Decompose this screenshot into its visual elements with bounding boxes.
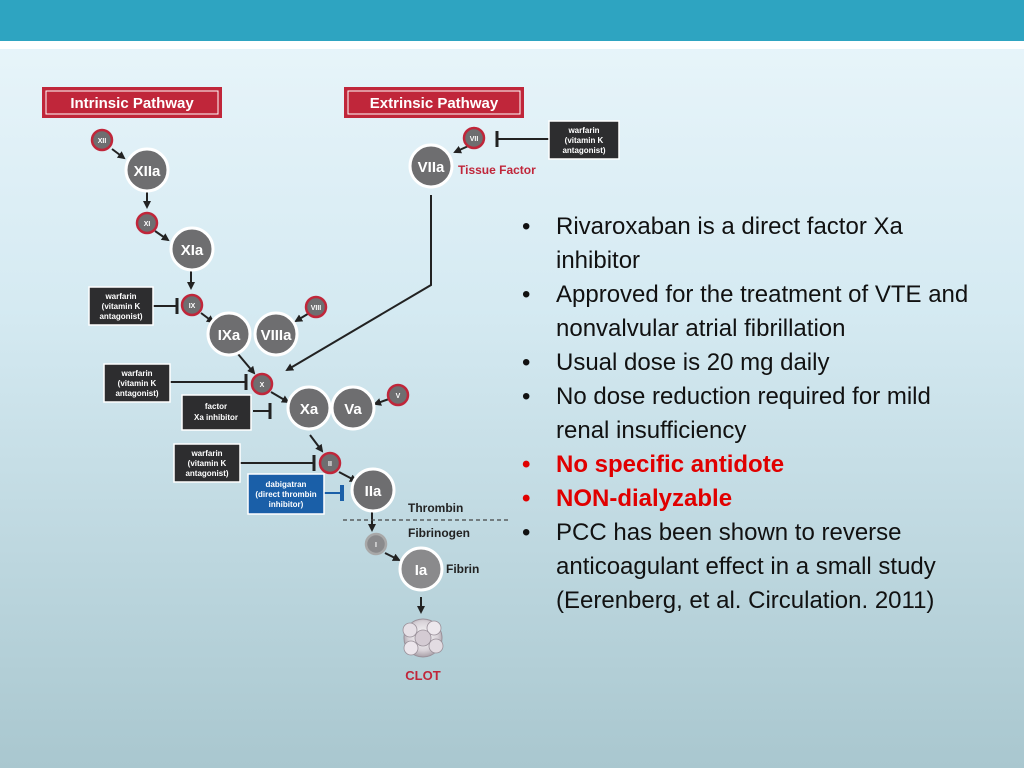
factor-viia-node: VIIa [408,143,454,189]
factor-vii-node: VII [462,126,486,150]
factor-ix-node: IX [180,293,204,317]
clot-label: CLOT [405,668,440,683]
factor-v-node: V [386,383,410,407]
bullet-text: PCC has been shown to reverse anticoagul… [556,519,936,614]
warfarin-box-vii: warfarin (vitamin K antagonist) [548,120,620,160]
svg-text:antagonist): antagonist) [99,312,142,321]
svg-text:VIII: VIII [311,305,322,312]
bullet-item: •Approved for the treatment of VTE and n… [522,281,969,342]
tissue-factor-label: Tissue Factor [458,163,536,177]
bullet-item: •No dose reduction required for mild ren… [522,383,931,444]
svg-text:factor: factor [205,402,227,411]
svg-text:(vitamin K: (vitamin K [188,459,227,468]
svg-text:(vitamin K: (vitamin K [102,302,141,311]
factor-ii-node: II [318,451,342,475]
svg-text:Extrinsic Pathway: Extrinsic Pathway [370,95,499,112]
bullet-item: •Rivaroxaban is a direct factor Xa inhib… [522,213,903,274]
bullet-text: Approved for the treatment of VTE and no… [556,281,969,342]
svg-text:Ia: Ia [415,562,428,579]
svg-text:warfarin: warfarin [104,292,136,301]
bullet-list: •Rivaroxaban is a direct factor Xa inhib… [520,210,990,618]
thrombin-label: Thrombin [408,501,463,515]
svg-text:XIa: XIa [181,242,204,259]
bullet-item-highlight: •NON-dialyzable [522,485,733,512]
factor-xiia-node: XIIa [124,147,170,193]
svg-text:XII: XII [98,138,107,145]
factor-xa-inhibitor-box: factor Xa inhibitor [181,394,252,431]
svg-text:(direct thrombin: (direct thrombin [255,490,316,499]
svg-text:antagonist): antagonist) [562,146,605,155]
svg-text:I: I [375,542,377,549]
intrinsic-pathway-header: Intrinsic Pathway [42,87,222,118]
dabigatran-box: dabigatran (direct thrombin inhibitor) [247,473,325,515]
svg-text:(vitamin K: (vitamin K [565,136,604,145]
svg-text:IX: IX [189,303,196,310]
warfarin-box-ix: warfarin (vitamin K antagonist) [88,286,154,326]
title-bar [0,0,1024,41]
factor-ia-node: Ia [398,546,444,592]
svg-text:Xa: Xa [300,401,319,418]
warfarin-box-ii: warfarin (vitamin K antagonist) [173,443,241,483]
svg-text:warfarin: warfarin [120,369,152,378]
factor-xi-node: XI [135,211,159,235]
fibrin-label: Fibrin [446,562,479,576]
svg-text:II: II [328,461,332,468]
svg-text:Xa inhibitor: Xa inhibitor [194,413,238,422]
bullet-text: Usual dose is 20 mg daily [556,349,830,376]
svg-text:IIa: IIa [365,483,382,500]
svg-text:VIIa: VIIa [418,159,445,176]
svg-text:Intrinsic Pathway: Intrinsic Pathway [70,95,194,112]
svg-text:inhibitor): inhibitor) [269,500,304,509]
svg-text:IXa: IXa [218,327,241,344]
factor-xii-node: XII [90,128,114,152]
fibrinogen-label: Fibrinogen [408,526,470,540]
factor-viiia-node: VIIIa [253,311,299,357]
factor-xa-node: Xa [286,385,332,431]
extrinsic-pathway-header: Extrinsic Pathway [344,87,524,118]
pathway-arrows [111,131,549,614]
svg-text:(vitamin K: (vitamin K [118,379,157,388]
svg-text:VII: VII [470,136,479,143]
bullet-item: •PCC has been shown to reverse anticoagu… [522,519,936,614]
bullet-text: No specific antidote [556,451,785,478]
clot-icon [402,618,444,658]
factor-xia-node: XIa [169,226,215,272]
bullet-text: Rivaroxaban is a direct factor Xa inhibi… [556,213,903,274]
warfarin-box-x: warfarin (vitamin K antagonist) [103,363,171,403]
svg-text:XIIa: XIIa [134,163,161,180]
bullet-item: •Usual dose is 20 mg daily [522,349,830,376]
svg-text:antagonist): antagonist) [115,389,158,398]
svg-text:X: X [260,382,265,389]
factor-i-node: I [364,532,388,556]
svg-text:antagonist): antagonist) [185,469,228,478]
svg-text:dabigatran: dabigatran [266,480,307,489]
factor-va-node: Va [330,385,376,431]
svg-text:XI: XI [144,221,151,228]
factor-ixa-node: IXa [206,311,252,357]
bullet-item-highlight: •No specific antidote [522,451,785,478]
factor-x-node: X [250,372,274,396]
factor-viii-node: VIII [304,295,328,319]
bullet-text: No dose reduction required for mild rena… [556,383,931,444]
svg-text:VIIIa: VIIIa [261,327,293,344]
svg-text:Va: Va [344,401,362,418]
factor-iia-node: IIa [350,467,396,513]
svg-text:warfarin: warfarin [190,449,222,458]
bullet-text: NON-dialyzable [556,485,733,512]
title-bar-divider [0,41,1024,49]
svg-text:V: V [396,393,401,400]
svg-text:warfarin: warfarin [567,126,599,135]
